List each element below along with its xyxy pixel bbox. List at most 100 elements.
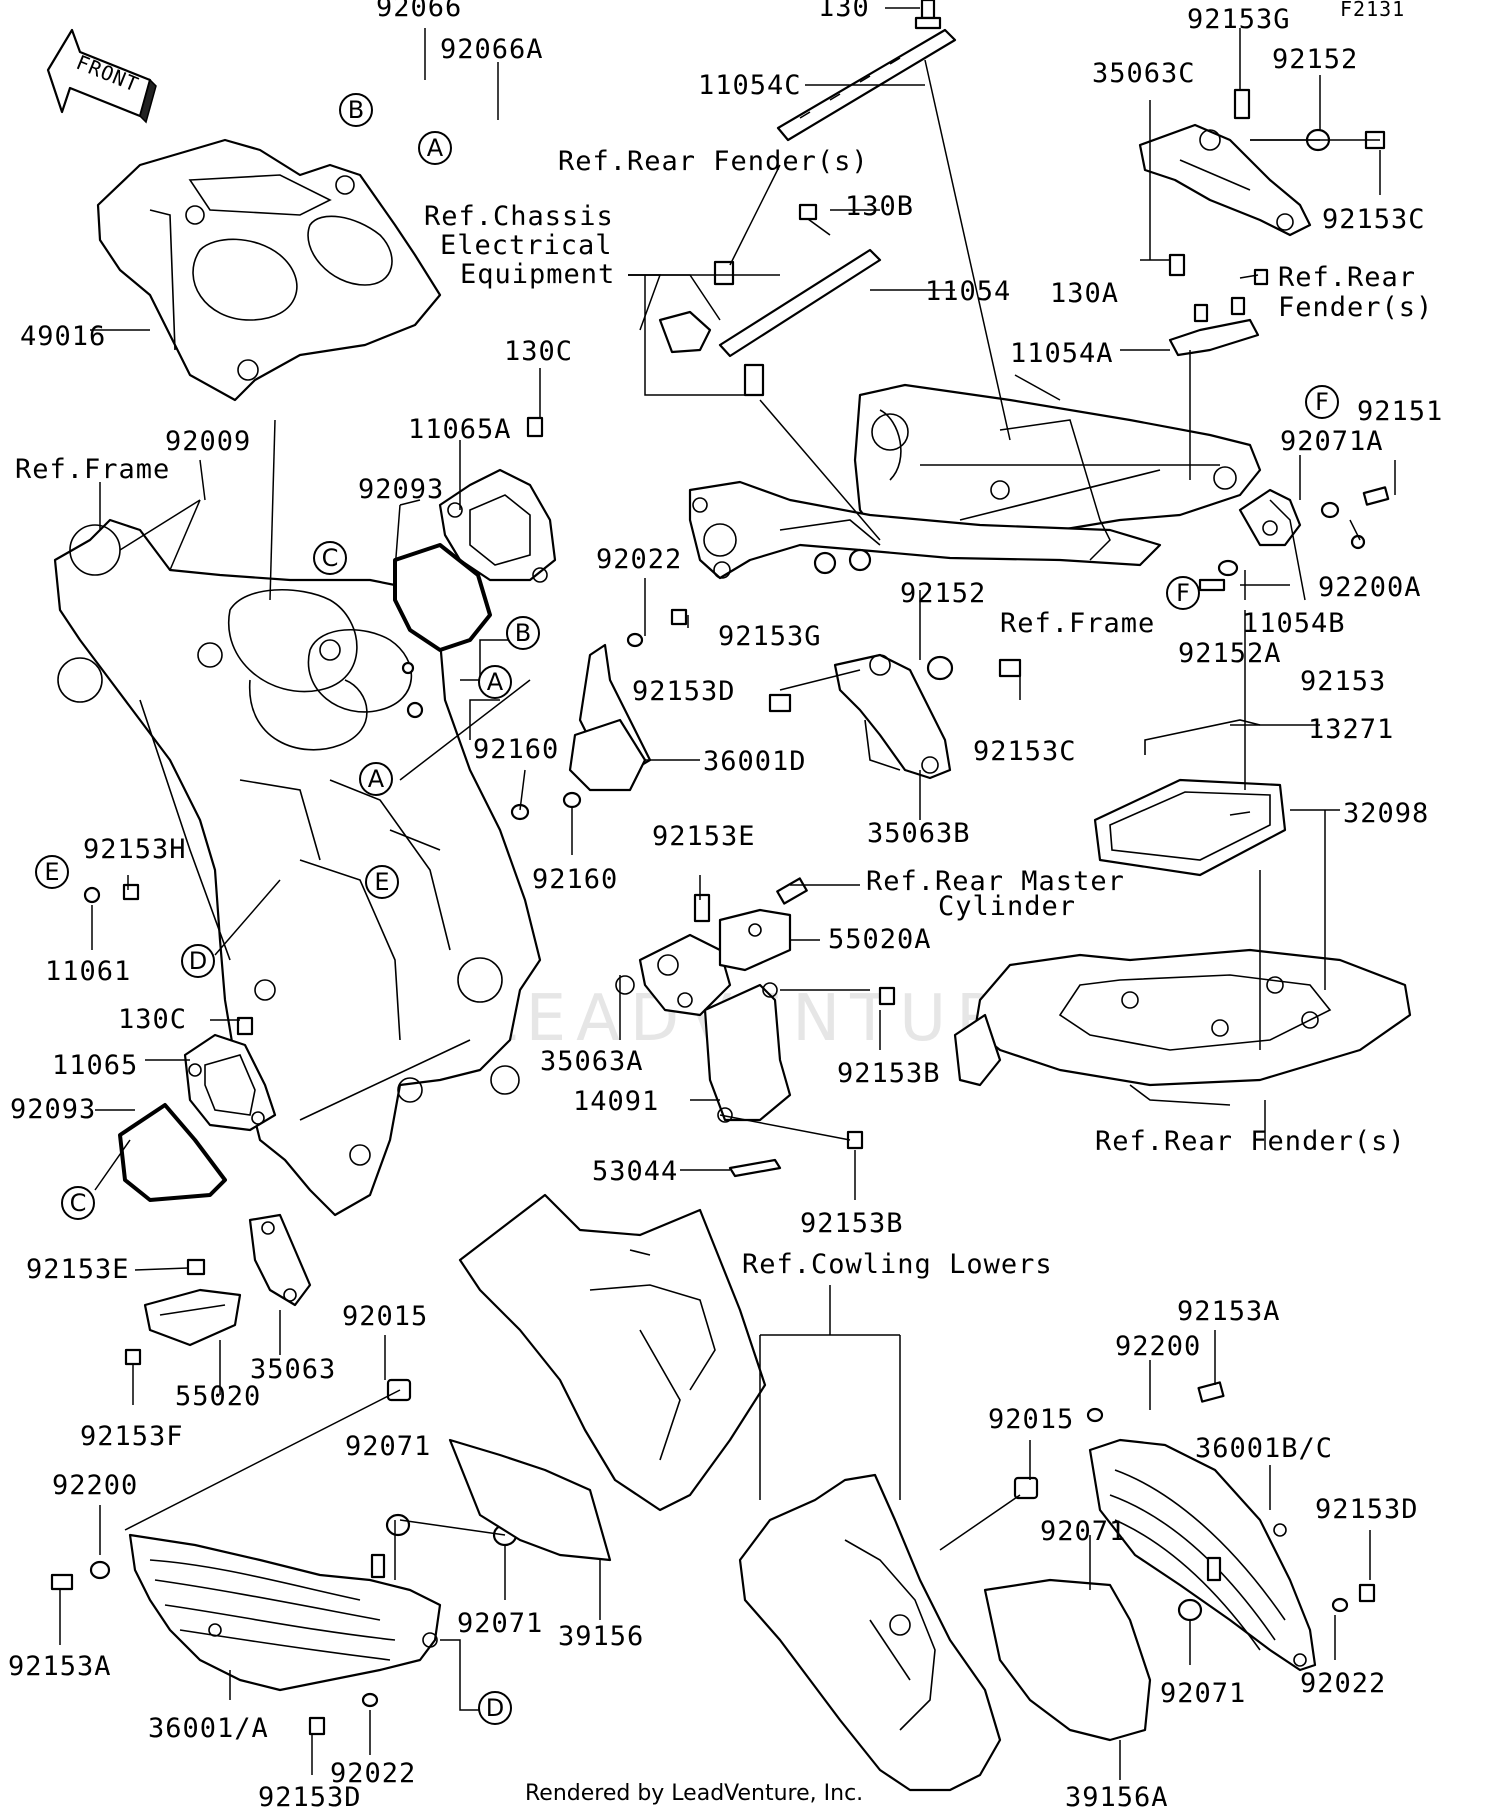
callout-letter: D [486, 1694, 504, 1722]
main-frame [53, 518, 542, 1217]
guard-14091 [703, 982, 896, 1150]
part-label: 92153C [1322, 204, 1426, 235]
part-label: 11065A [408, 414, 512, 445]
footer-credit: Rendered by LeadVenture, Inc. [525, 1781, 863, 1806]
part-label: Electrical [440, 230, 613, 261]
cover-11065a [438, 416, 557, 583]
cover-11065 [183, 1016, 277, 1132]
part-label: 92200A [1318, 572, 1422, 603]
cowling-lower-left [458, 1193, 767, 1512]
part-label: 11054C [698, 70, 802, 101]
part-label: 92152 [900, 578, 986, 609]
part-label: Fender(s) [1278, 292, 1433, 323]
part-label: 92151 [1357, 396, 1443, 427]
part-label: 92153 [1300, 666, 1386, 697]
part-label: 55020 [175, 1381, 261, 1412]
part-label: 130A [1050, 278, 1119, 309]
bolt-92153h [83, 883, 140, 904]
spacer-92015-right [1013, 1476, 1039, 1500]
part-label: 92160 [473, 734, 559, 765]
part-label: 92066A [440, 34, 544, 65]
part-label: 92071A [1280, 426, 1384, 457]
rear-subframe [688, 383, 1262, 580]
part-label: 49016 [20, 321, 106, 352]
part-label: Ref.Frame [1000, 608, 1155, 639]
seal-92093-upper [393, 543, 492, 652]
part-label: 92153B [837, 1058, 941, 1089]
callout-letter: A [427, 134, 444, 162]
part-label: 11054 [925, 276, 1011, 307]
seal-92093-lower [118, 1103, 227, 1202]
part-label: 92200 [52, 1470, 138, 1501]
part-label: 39156 [558, 1621, 644, 1652]
part-label: 92152 [1272, 44, 1358, 75]
part-label: 92153F [80, 1421, 184, 1452]
part-label: 92153E [652, 821, 756, 852]
part-label: 35063 [250, 1354, 336, 1385]
part-label: 11061 [45, 956, 131, 987]
part-label: 53044 [592, 1156, 678, 1187]
panel-39156 [448, 1438, 612, 1562]
cover-36001d [568, 608, 688, 792]
part-label: 92071 [457, 1608, 543, 1639]
part-label: 130 [818, 0, 870, 23]
part-label: 32098 [1343, 798, 1429, 829]
part-label: 36001D [703, 746, 807, 777]
part-label: 92153D [1315, 1494, 1419, 1525]
part-label: 92071 [345, 1431, 431, 1462]
callout-letter: E [44, 858, 59, 886]
part-label: 14091 [573, 1086, 659, 1117]
callout-letter: A [368, 765, 385, 793]
bracket-11054b [1217, 486, 1390, 577]
part-label: 92153G [1187, 4, 1291, 35]
part-label: Ref.Rear Fender(s) [558, 146, 869, 177]
callout-letter: D [189, 947, 207, 975]
part-label: 130C [118, 1004, 187, 1035]
plate-11054 [718, 248, 882, 358]
part-label: 13271 [1308, 714, 1394, 745]
part-label: Ref.Frame [15, 454, 170, 485]
part-label: 92153C [973, 736, 1077, 767]
part-label: 92153D [632, 676, 736, 707]
part-label: 92071 [1160, 1678, 1246, 1709]
cowling-lower-right [738, 1473, 1002, 1792]
part-label: 92022 [596, 544, 682, 575]
bracket-11054a [1168, 253, 1269, 357]
part-label: Cylinder [938, 891, 1076, 922]
part-label: 35063C [1092, 58, 1196, 89]
washer-92160 [510, 791, 582, 821]
part-label: 92153G [718, 621, 822, 652]
part-labels: 92066 92066A 130 11054C 92153G 92152 350… [8, 0, 1443, 1809]
part-label: 92153H [83, 834, 187, 865]
bracket-35063b [768, 653, 1022, 780]
callout-letter: F [1176, 579, 1190, 607]
callouts: B A C B A A E E D C F F D [35, 93, 1339, 1725]
part-label: 92071 [1040, 1516, 1126, 1547]
part-label: 35063B [867, 818, 971, 849]
part-label: 35063A [540, 1046, 644, 1077]
part-label: 92153D [258, 1782, 362, 1809]
part-label: 92015 [988, 1404, 1074, 1435]
fasteners-left-cover [50, 1513, 518, 1736]
part-label: 92009 [165, 426, 251, 457]
callout-letter: C [70, 1189, 87, 1217]
part-label: 92015 [342, 1301, 428, 1332]
side-cover-36001bc [1088, 1438, 1317, 1672]
callout-letter: E [374, 868, 389, 896]
bracket-chassis [658, 260, 765, 397]
part-label: Ref.Rear Fender(s) [1095, 1126, 1406, 1157]
bolt-130 [914, 0, 942, 30]
battery-case-32098 [1093, 578, 1287, 877]
part-label: 92153B [800, 1208, 904, 1239]
panel-39156a [983, 1578, 1152, 1742]
part-label: 11065 [52, 1050, 138, 1081]
part-label: 39156A [1065, 1782, 1169, 1809]
part-label: Ref.Cowling Lowers [742, 1249, 1053, 1280]
callout-letter: A [487, 668, 504, 696]
part-label: 130C [504, 336, 573, 367]
part-label: 92152A [1178, 638, 1282, 669]
rear-fender [953, 948, 1412, 1106]
part-label: 36001/A [148, 1713, 269, 1744]
part-label: 11054A [1010, 338, 1114, 369]
